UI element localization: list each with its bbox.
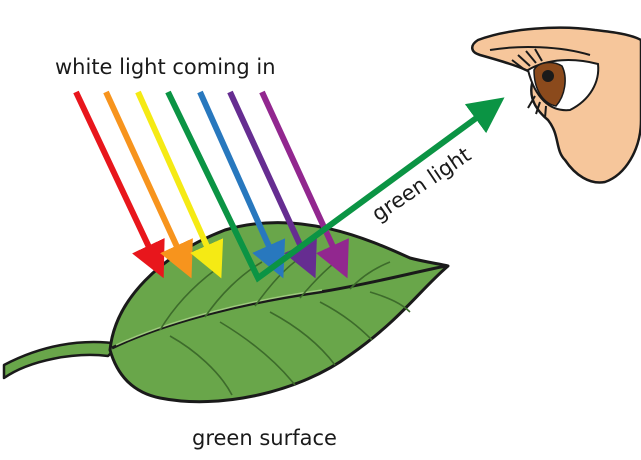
pupil (542, 70, 554, 82)
incoming-light-label: white light coming in (55, 55, 276, 79)
ray-green-reflected (165, 90, 505, 283)
ray-indigo (227, 90, 317, 279)
iris (533, 61, 566, 107)
ray-blue (197, 90, 286, 279)
lower-lashes (527, 95, 547, 119)
leaf-stem (2, 340, 122, 380)
ray-orange (103, 90, 193, 279)
leaf-midrib (111, 264, 447, 350)
leaf (2, 221, 450, 404)
eye (471, 26, 641, 184)
leaf-blade (108, 221, 450, 404)
ray-yellow (135, 90, 224, 279)
eyelid-crease (489, 46, 591, 56)
ray-red (73, 90, 165, 279)
incoming-rays (73, 90, 505, 283)
surface-label: green surface (192, 426, 337, 450)
upper-lashes (511, 48, 543, 71)
ray-violet (259, 90, 349, 279)
